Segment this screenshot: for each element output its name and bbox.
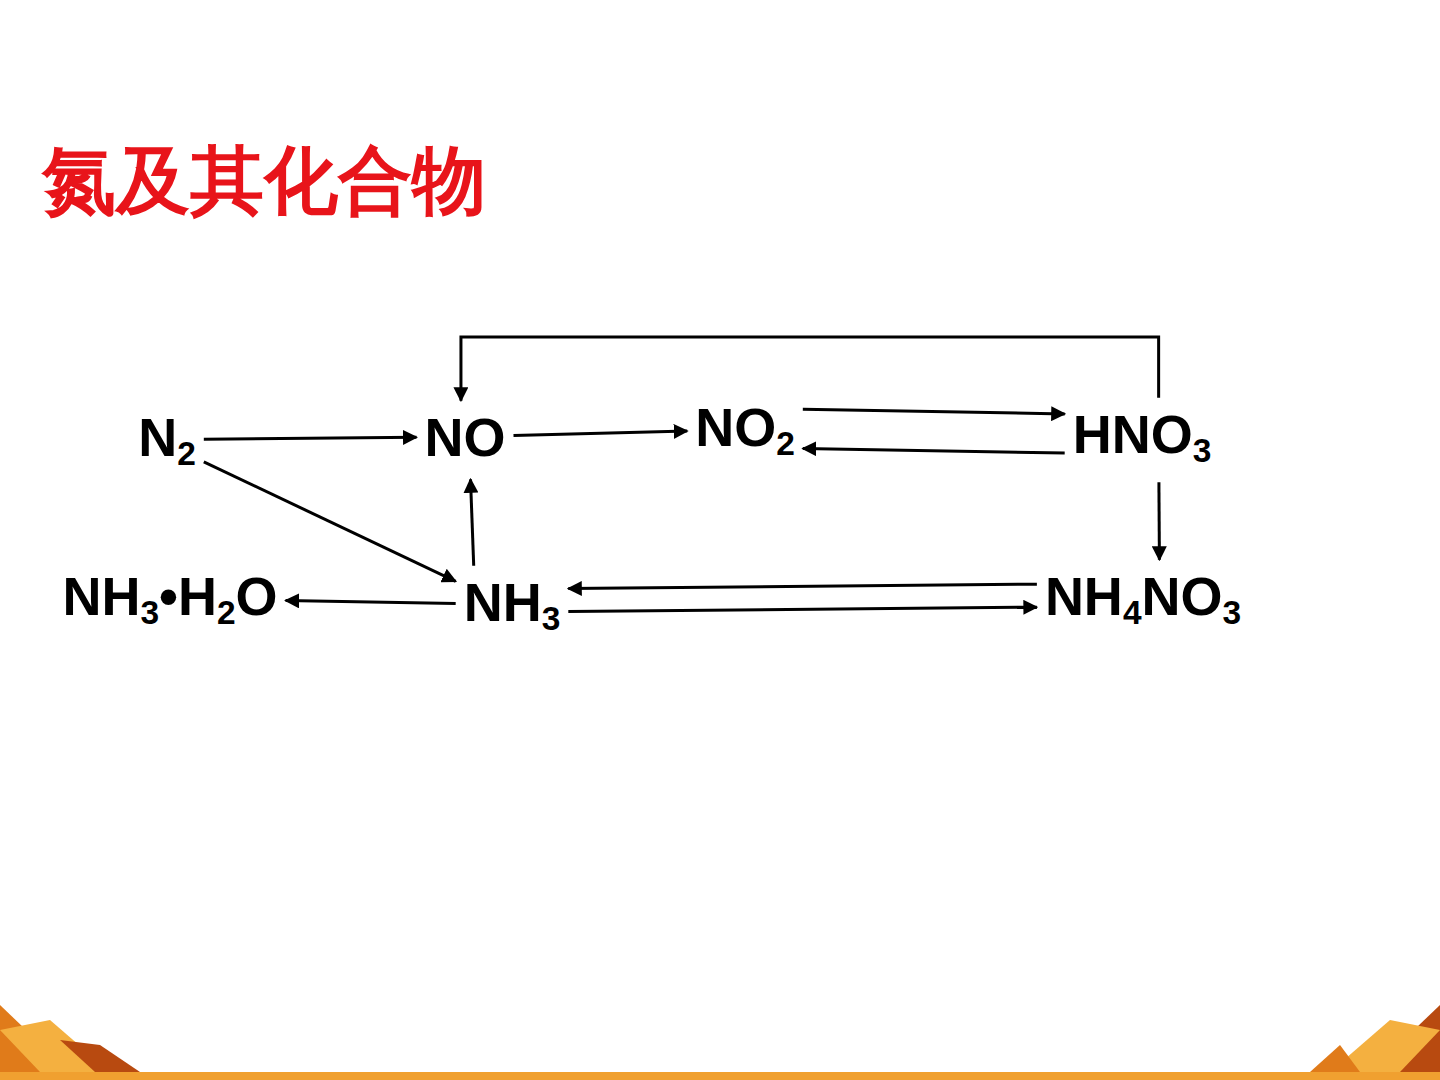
compound-node: HNO3 [1073,406,1212,475]
formula-text: NH3 [464,574,561,643]
compound-node: NH3•H2O [62,568,277,637]
compound-node: NH3 [464,574,561,643]
corner-triangle [1310,1045,1360,1072]
reaction-arrow [803,448,1065,453]
formula-text: NO2 [695,399,795,468]
reaction-arrow [1157,482,1161,559]
reaction-arrow [568,607,1037,611]
reaction-arrow [803,409,1065,414]
reaction-arrow [286,601,456,604]
reaction-arrow [471,479,474,565]
compound-node: NO [425,409,506,472]
bottom-bar [0,1072,1440,1080]
compound-node: N2 [138,409,196,478]
formula-text: HNO3 [1073,406,1212,475]
reaction-arrow [204,462,456,581]
formula-text: N2 [138,409,196,478]
formula-text: NH4NO3 [1045,568,1241,637]
formula-text: NO [425,409,506,472]
slide-title: 氮及其化合物 [42,132,486,232]
reaction-arrow [568,584,1037,588]
formula-text: NH3•H2O [62,568,277,637]
reaction-arrow [204,437,417,439]
compound-node: NH4NO3 [1045,568,1241,637]
corner-triangle [60,1040,140,1072]
reaction-arrow [461,337,1159,401]
compound-node: NO2 [695,399,795,468]
reaction-arrow [514,431,688,436]
